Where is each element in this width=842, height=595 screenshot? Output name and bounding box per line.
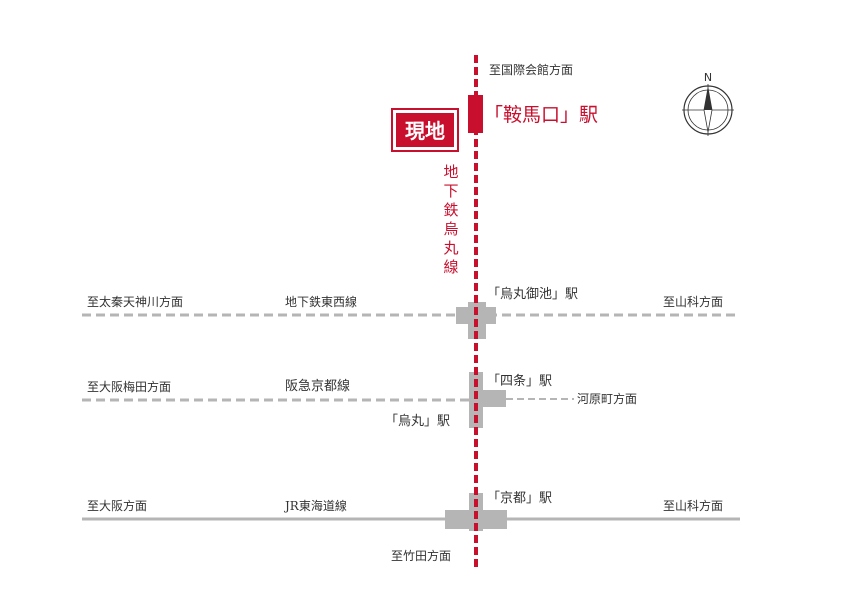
subway-line-char: 地 (443, 163, 458, 181)
compass-rose-icon: N (682, 71, 734, 136)
site-badge-label: 現地 (405, 119, 445, 143)
jr-west-direction: 至大阪方面 (87, 498, 147, 513)
subway-line-char: 線 (443, 258, 458, 276)
north-direction-label: 至国際会館方面 (489, 62, 573, 77)
kurama-guchi-station-label: 「鞍馬口」駅 (484, 104, 598, 126)
subway-line-char: 丸 (443, 239, 458, 257)
jr-east-direction: 至山科方面 (663, 498, 723, 513)
hankyu-east-direction: 河原町方面 (577, 391, 637, 406)
tozai-east-direction: 至山科方面 (663, 294, 723, 309)
shijo-karasuma-station-marker (469, 372, 506, 428)
kyoto-station-label: 「京都」駅 (487, 491, 552, 506)
tozai-line-name: 地下鉄東西線 (285, 294, 357, 309)
karasuma-oike-station-label: 「烏丸御池」駅 (487, 286, 578, 302)
hankyu-line-name: 阪急京都線 (285, 378, 350, 394)
hankyu-west-direction: 至大阪梅田方面 (87, 379, 171, 394)
jr-line-name: JR東海道線 (283, 498, 347, 513)
subway-line-char: 烏 (443, 220, 458, 238)
tozai-west-direction: 至太秦天神川方面 (87, 294, 183, 309)
south-direction-label: 至竹田方面 (391, 548, 451, 563)
subway-line-char: 鉄 (443, 201, 458, 219)
kurama-guchi-station-marker (468, 95, 483, 133)
compass-north-label: N (704, 71, 712, 84)
subway-line-name: 地 下 鉄 烏 丸 線 (443, 163, 458, 276)
shijo-station-label: 「四条」駅 (487, 373, 552, 389)
subway-line-char: 下 (443, 182, 458, 200)
karasuma-station-label: 「烏丸」駅 (385, 413, 450, 429)
site-badge: 現地 (391, 108, 459, 152)
